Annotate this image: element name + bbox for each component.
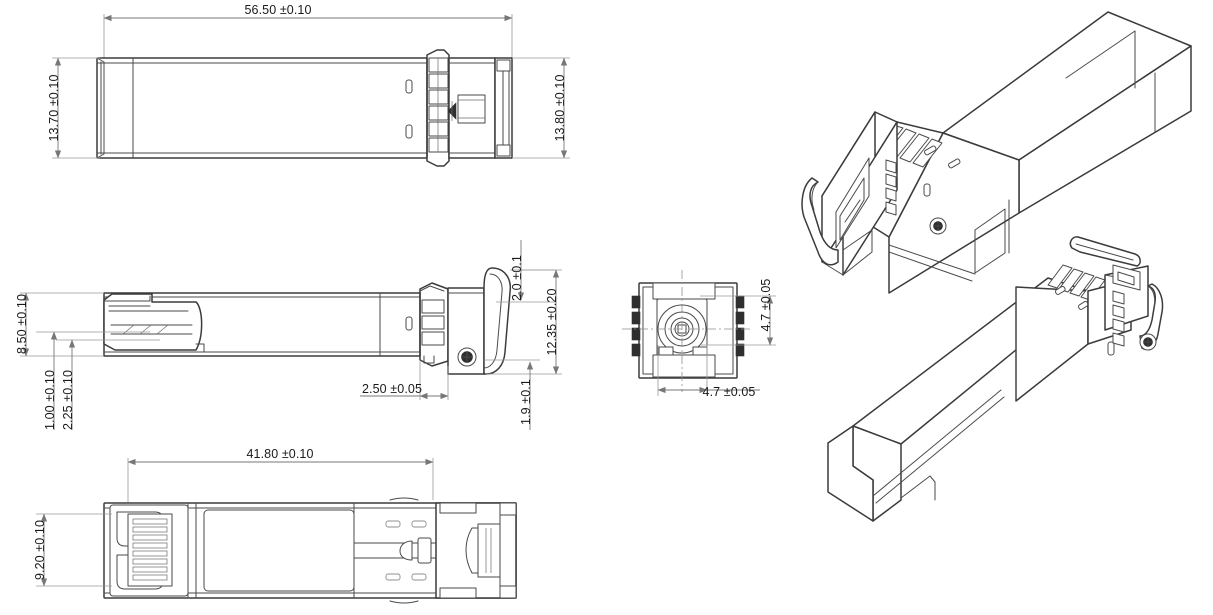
side-view-latch-width-dimension <box>360 360 449 400</box>
dim-side-height: 8.50 ±0.10 <box>15 294 29 354</box>
dim-side-latch-width: 2.50 ±0.05 <box>362 382 422 396</box>
top-view-latch-slots <box>405 79 413 139</box>
bottom-view-width-dimension <box>36 513 112 587</box>
side-view-emi-fingers <box>419 282 449 367</box>
side-view-nose-detail <box>103 293 213 353</box>
dim-side-bottom-offset: 1.9 ±0.1 <box>519 379 533 425</box>
top-view-length-dimension <box>103 14 513 62</box>
top-view-width-right-dimension <box>512 57 570 159</box>
bottom-view-connector-window <box>109 504 189 597</box>
dim-top-width-left: 13.70 ±0.10 <box>47 74 61 141</box>
side-view-height-dimension <box>20 292 104 357</box>
bottom-view-separator <box>187 502 197 599</box>
top-view-body <box>96 57 428 159</box>
iso-top-front-housing <box>801 111 947 276</box>
dim-bottom-length: 41.80 ±0.10 <box>246 447 313 461</box>
dim-top-length: 56.50 ±0.10 <box>244 3 311 17</box>
dim-bottom-width: 9.20 ±0.10 <box>33 520 47 580</box>
front-view-horizontal-dimension <box>657 345 760 396</box>
dim-side-step1: 1.00 ±0.10 <box>43 370 57 430</box>
side-view-step1-dimension <box>36 331 150 430</box>
iso-bottom-end-housing <box>1069 236 1164 351</box>
top-view <box>52 14 570 167</box>
front-view-bottom-bar <box>652 354 716 378</box>
top-view-width-left-dimension <box>52 57 100 159</box>
iso-bottom-emi-fingers <box>1047 264 1106 310</box>
top-view-bail-latch <box>447 57 513 159</box>
front-view <box>622 270 776 396</box>
front-view-emi-tabs-left <box>631 295 641 357</box>
iso-view-bottom <box>827 236 1164 522</box>
bottom-view-end-cap <box>435 502 517 599</box>
dim-top-width-right: 13.80 ±0.10 <box>553 74 567 141</box>
bottom-view <box>36 458 517 604</box>
iso-bottom-mid-block <box>1015 286 1089 402</box>
dim-side-top-offset: 2.0 ±0.1 <box>510 255 524 301</box>
side-view-total-height-dimension <box>486 269 562 375</box>
dim-side-step2: 2.25 ±0.10 <box>61 370 75 430</box>
side-view <box>20 240 562 430</box>
front-view-emi-tabs-right <box>735 295 745 357</box>
side-view-bail-latch <box>423 267 512 375</box>
bottom-view-label-panel <box>203 509 355 592</box>
dim-side-total-height: 12.35 ±0.20 <box>545 288 559 355</box>
bottom-view-latch-plate <box>353 497 437 604</box>
front-view-vertical-dimension <box>700 295 776 346</box>
side-view-slot <box>405 316 413 331</box>
side-view-bottom-offset-dimension <box>484 359 540 430</box>
dim-front-vertical: 4.7 ±0.05 <box>759 279 773 332</box>
top-view-emi-fingers <box>426 49 450 167</box>
iso-view-top <box>801 11 1192 294</box>
side-view-step2-dimension <box>56 339 160 430</box>
dim-front-horizontal: 4.7 ±0.05 <box>703 385 756 399</box>
